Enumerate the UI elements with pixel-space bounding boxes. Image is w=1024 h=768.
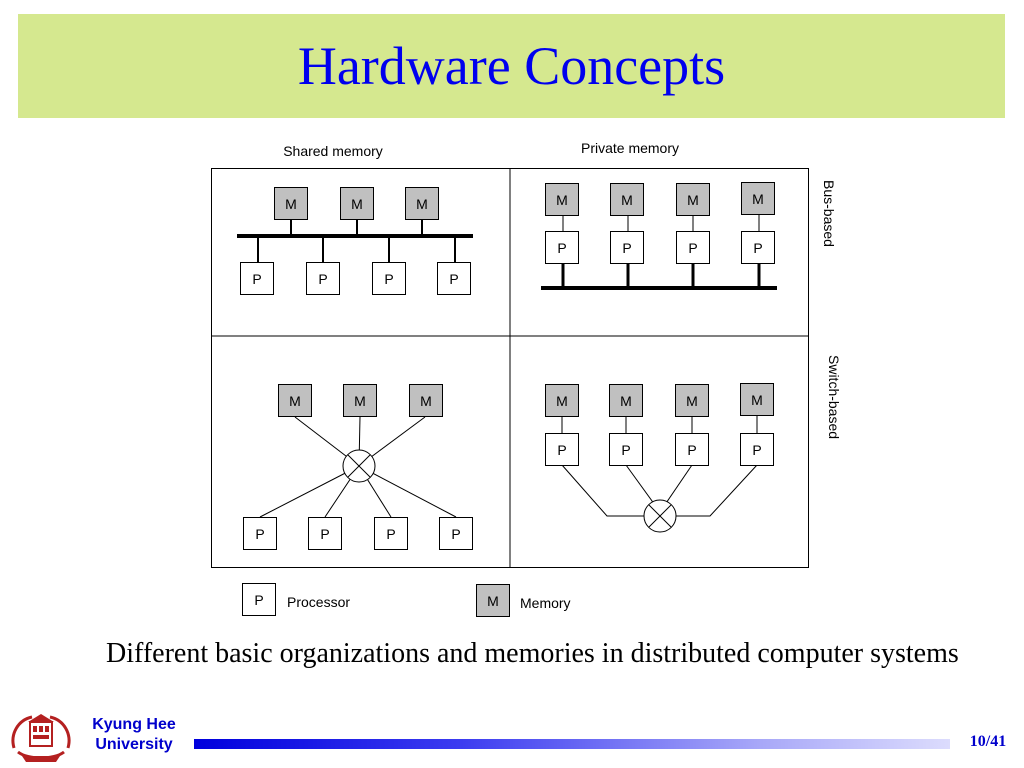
processor: P [545,433,579,466]
memory-module: M [675,384,709,417]
svg-text:M: M [487,593,499,609]
legend-memory-symbol: M [476,584,510,617]
svg-text:P: P [557,442,566,458]
processor: P [372,262,406,295]
svg-text:M: M [621,192,633,208]
processor: P [308,517,342,550]
processor: P [740,433,774,466]
svg-text:P: P [320,526,329,542]
svg-text:M: M [620,393,632,409]
processor: P [610,231,644,264]
svg-text:P: P [557,240,566,256]
row-label-bus-based: Bus-based [821,180,837,247]
processor: P [240,262,274,295]
svg-text:P: P [254,592,263,608]
university-name: Kyung Hee University [76,715,192,755]
legend-memory-label: Memory [520,595,571,611]
processor: P [741,231,775,264]
processor: P [675,433,709,466]
memory-module: M [740,383,774,416]
crossbar-switch-shared [342,449,376,483]
memory-module: M [274,187,308,220]
svg-text:M: M [285,196,297,212]
memory-module: M [278,384,312,417]
svg-text:P: P [688,240,697,256]
memory-module: M [343,384,377,417]
memory-module: M [340,187,374,220]
svg-text:M: M [354,393,366,409]
processor: P [439,517,473,550]
processor: P [545,231,579,264]
svg-text:P: P [386,526,395,542]
processor: P [243,517,277,550]
processor: P [437,262,471,295]
row-label-switch-based: Switch-based [826,355,842,439]
memory-module: M [545,384,579,417]
svg-text:P: P [384,271,393,287]
svg-text:P: P [687,442,696,458]
svg-text:M: M [289,393,301,409]
svg-text:M: M [416,196,428,212]
slide-caption: Different basic organizations and memori… [106,638,959,669]
crossbar-switch-private [643,499,677,533]
svg-text:P: P [252,271,261,287]
svg-text:M: M [556,393,568,409]
svg-text:P: P [622,240,631,256]
legend-processor-symbol: P [242,583,276,616]
footer-gradient-bar [194,739,950,749]
processor: P [374,517,408,550]
svg-text:P: P [318,271,327,287]
svg-text:M: M [687,192,699,208]
university-logo-icon [11,714,71,762]
university-name-line2: University [95,736,173,753]
svg-text:M: M [752,191,764,207]
memory-module: M [741,182,775,215]
svg-text:M: M [420,393,432,409]
processor: P [676,231,710,264]
svg-text:P: P [449,271,458,287]
diagram-grid [211,168,809,568]
header-private-memory: Private memory [581,140,679,156]
memory-module: M [545,183,579,216]
svg-text:P: P [621,442,630,458]
svg-text:P: P [451,526,460,542]
processor: P [609,433,643,466]
memory-module: M [676,183,710,216]
legend: P Processor M Memory [242,583,571,617]
svg-text:M: M [351,196,363,212]
legend-processor-label: Processor [287,594,350,610]
svg-text:M: M [686,393,698,409]
memory-module: M [405,187,439,220]
title-banner: Hardware Concepts [18,14,1005,118]
svg-text:P: P [753,240,762,256]
slide-title: Hardware Concepts [297,36,726,96]
memory-module: M [610,183,644,216]
processor: P [306,262,340,295]
memory-module: M [609,384,643,417]
svg-text:P: P [255,526,264,542]
header-shared-memory: Shared memory [283,143,383,159]
university-name-line1: Kyung Hee [92,716,176,733]
svg-text:M: M [751,392,763,408]
svg-text:P: P [752,442,761,458]
page-number: 10/41 [969,733,1007,750]
svg-text:M: M [556,192,568,208]
memory-module: M [409,384,443,417]
